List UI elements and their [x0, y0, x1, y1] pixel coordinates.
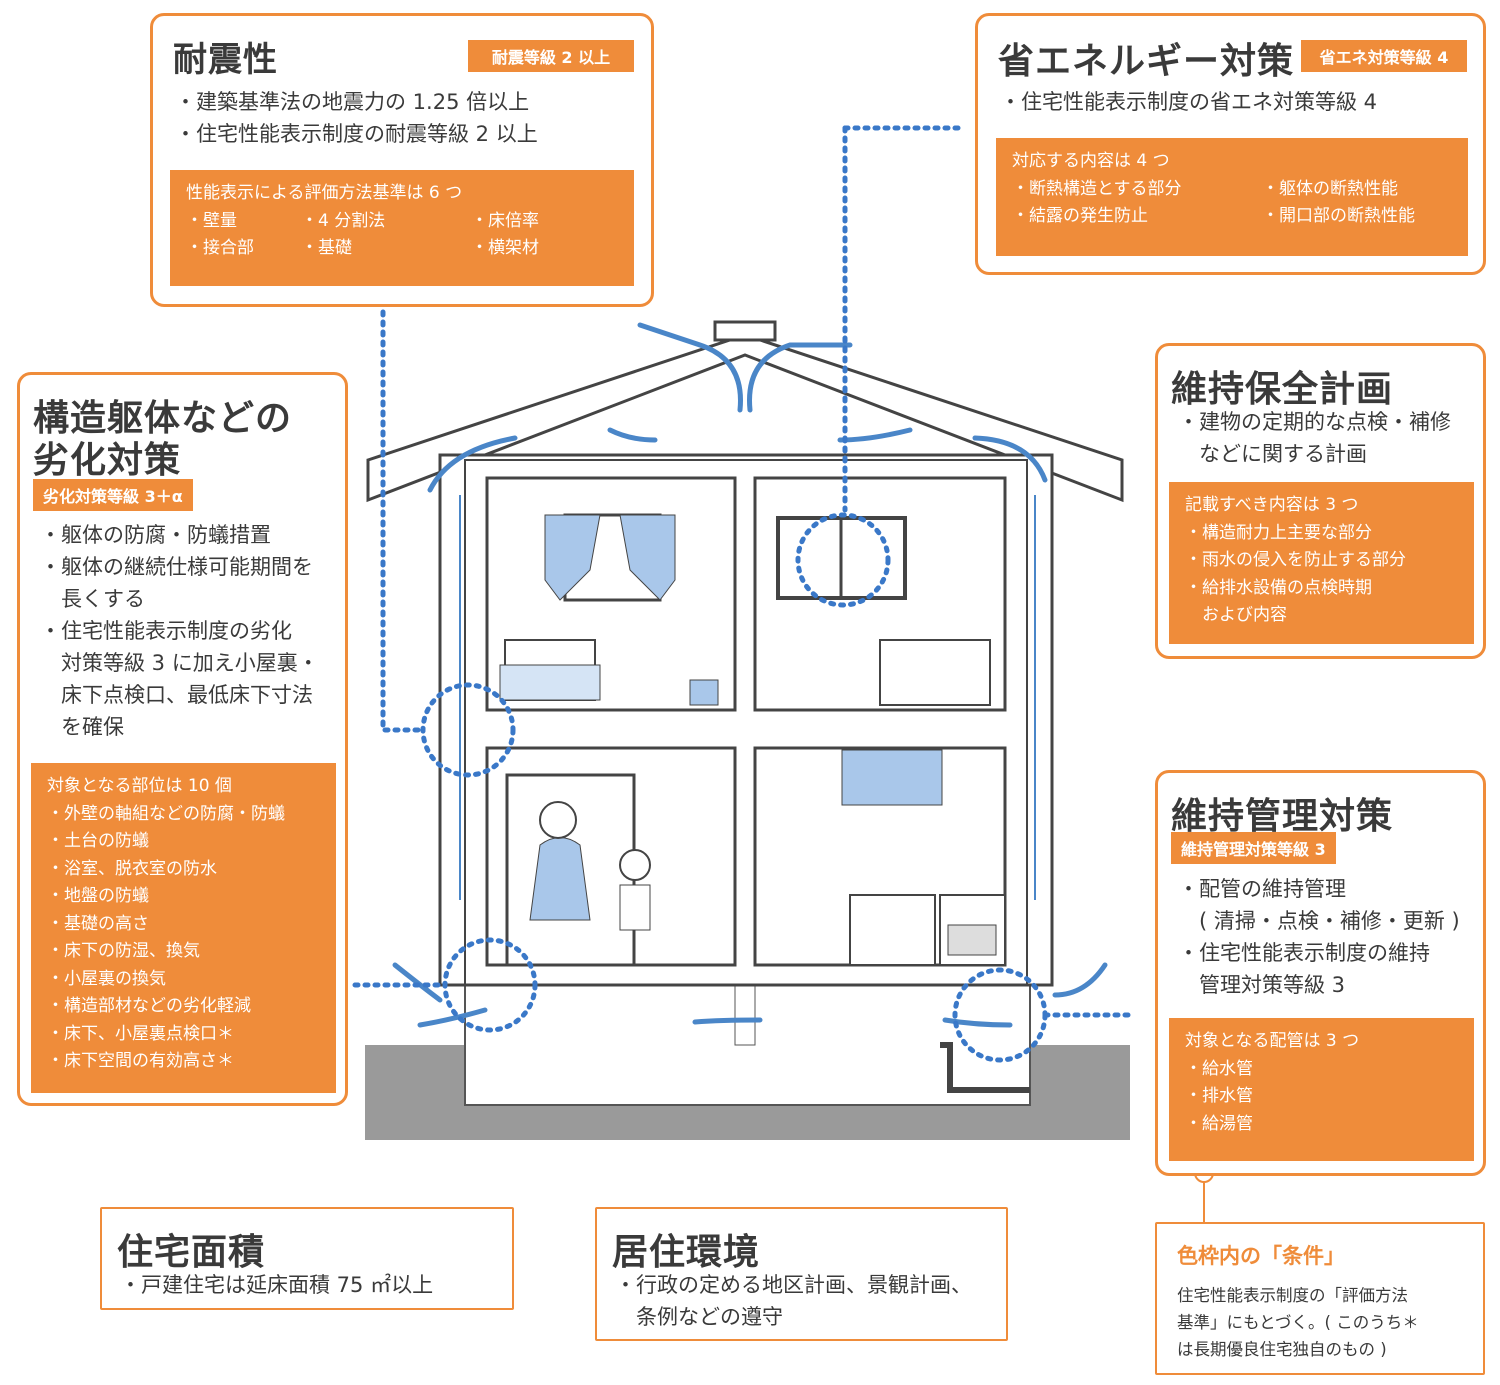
grade-badge: 耐震等級 2 以上: [468, 40, 634, 72]
criteria-item: ・壁量: [186, 210, 237, 231]
criteria-item: ・雨水の侵入を防止する部分: [1185, 550, 1406, 570]
criteria-item: ・床下、小屋裏点検口＊: [47, 1023, 234, 1044]
criteria-item: ・基礎: [301, 238, 352, 258]
bullet: 条例などの遵守: [615, 1305, 783, 1329]
airflow-arrows: [392, 322, 1108, 1028]
deterioration-panel: 構造躯体などの 劣化対策 劣化対策等級 3＋α ・躯体の防腐・防蟻措置 ・躯体の…: [17, 372, 348, 1106]
criteria-item: ・排水管: [1185, 1086, 1253, 1106]
criteria-heading: 記載すべき内容は 3 つ: [1185, 495, 1359, 515]
criteria-heading: 対象となる部位は 10 個: [47, 776, 232, 796]
criteria-item: ・小屋裏の換気: [47, 968, 166, 989]
bullet: を確保: [40, 715, 124, 739]
criteria-heading: 性能表示による評価方法基準は 6 つ: [186, 183, 463, 203]
criteria-item: ・床下の防湿、換気: [47, 941, 200, 961]
criteria-item: ・給水管: [1185, 1058, 1253, 1079]
floor-area-panel: 住宅面積 ・戸建住宅は延床面積 75 ㎡以上: [100, 1207, 514, 1310]
criteria-box: 記載すべき内容は 3 つ ・構造耐力上主要な部分 ・雨水の侵入を防止する部分 ・…: [1169, 482, 1474, 644]
energy-saving-panel: 省エネルギー対策 省エネ対策等級 4 ・住宅性能表示制度の省エネ対策等級 4 対…: [975, 13, 1486, 275]
criteria-heading: 対象となる配管は 3 つ: [1185, 1031, 1360, 1051]
inspection-dotted-lines: [352, 125, 1133, 1063]
note-line: 基準」にもとづく。( このうち＊: [1177, 1313, 1419, 1332]
bullet: 管理対策等級 3: [1178, 973, 1346, 997]
criteria-item: ・構造耐力上主要な部分: [1185, 522, 1372, 543]
criteria-item: ・4 分割法: [301, 210, 386, 231]
panel-title: 住宅面積: [117, 1232, 266, 1273]
criteria-item: ・基礎の高さ: [47, 913, 149, 934]
panel-title: 維持保全計画: [1171, 369, 1394, 410]
criteria-item: ・断熱構造とする部分: [1012, 178, 1182, 199]
criteria-item: および内容: [1185, 605, 1287, 625]
criteria-item: ・開口部の断熱性能: [1262, 206, 1415, 226]
seismic-resistance-panel: 耐震性 耐震等級 2 以上 ・建築基準法の地震力の 1.25 倍以上 ・住宅性能…: [150, 13, 654, 307]
note-line: は長期優良住宅独自のもの ): [1177, 1340, 1387, 1359]
criteria-box: 性能表示による評価方法基準は 6 つ ・壁量 ・4 分割法 ・床倍率 ・接合部 ・基礎…: [170, 170, 634, 286]
conditions-note: 色枠内の「条件」 住宅性能表示制度の「評価方法 基準」にもとづく。( このうち＊…: [1155, 1222, 1485, 1375]
bullet: 対策等級 3 に加え小屋裏・: [40, 651, 319, 675]
panel-title: 耐震性: [173, 40, 278, 80]
criteria-item: ・給排水設備の点検時期: [1185, 577, 1372, 598]
criteria-box: 対応する内容は 4 つ ・断熱構造とする部分 ・躯体の断熱性能 ・結露の発生防止 ・…: [996, 138, 1468, 256]
criteria-box: 対象となる部位は 10 個 ・外壁の軸組などの防腐・防蟻 ・土台の防蟻 ・浴室、…: [31, 763, 336, 1093]
grade-badge: 維持管理対策等級 3: [1171, 832, 1336, 864]
panel-title: 構造躯体などの: [33, 398, 293, 439]
bullet: ・建物の定期的な点検・補修: [1178, 410, 1451, 434]
criteria-item: ・躯体の断熱性能: [1262, 178, 1398, 199]
note-line: 住宅性能表示制度の「評価方法: [1177, 1286, 1408, 1305]
bullet: 床下点検口、最低床下寸法: [40, 683, 313, 707]
bullet: ・住宅性能表示制度の維持: [1178, 941, 1430, 965]
panel-title: 劣化対策: [33, 440, 182, 481]
living-environment-panel: 居住環境 ・行政の定める地区計画、景観計画、 条例などの遵守: [595, 1207, 1008, 1341]
panel-title: 維持管理対策: [1171, 796, 1394, 837]
criteria-item: ・結露の発生防止: [1012, 206, 1148, 226]
maintenance-plan-panel: 維持保全計画 ・建物の定期的な点検・補修 などに関する計画 記載すべき内容は 3…: [1155, 343, 1486, 659]
panel-title: 省エネルギー対策: [998, 41, 1295, 82]
bullet: などに関する計画: [1178, 442, 1367, 466]
criteria-item: ・土台の防蟻: [47, 831, 149, 851]
criteria-item: ・構造部材などの劣化軽減: [47, 996, 251, 1016]
bullet: ・行政の定める地区計画、景観計画、: [615, 1273, 972, 1297]
bullet: ・建築基準法の地震力の 1.25 倍以上: [175, 90, 530, 114]
criteria-item: ・地盤の防蟻: [47, 886, 149, 906]
bullet: ( 清掃・点検・補修・更新 ): [1178, 909, 1460, 933]
bullet: ・住宅性能表示制度の耐震等級 2 以上: [175, 122, 538, 146]
bullet: ・躯体の防腐・防蟻措置: [40, 523, 271, 547]
panel-title: 居住環境: [612, 1232, 761, 1273]
criteria-item: ・給湯管: [1185, 1113, 1253, 1134]
bullet: 長くする: [40, 587, 145, 611]
criteria-heading: 対応する内容は 4 つ: [1012, 151, 1170, 171]
criteria-item: ・外壁の軸組などの防腐・防蟻: [47, 803, 285, 824]
grade-badge: 劣化対策等級 3＋α: [33, 479, 193, 511]
criteria-item: ・浴室、脱衣室の防水: [47, 858, 217, 879]
criteria-item: ・床倍率: [471, 210, 539, 231]
bullet: ・戸建住宅は延床面積 75 ㎡以上: [120, 1273, 434, 1297]
bullet: ・配管の維持管理: [1178, 877, 1346, 901]
criteria-item: ・接合部: [186, 238, 254, 258]
grade-badge: 省エネ対策等級 4: [1301, 40, 1467, 72]
criteria-box: 対象となる配管は 3 つ ・給水管 ・排水管 ・給湯管: [1169, 1018, 1474, 1161]
bullet: ・住宅性能表示制度の劣化: [40, 619, 292, 643]
note-title: 色枠内の「条件」: [1177, 1244, 1345, 1268]
criteria-item: ・横架材: [471, 238, 539, 258]
maintenance-management-panel: 維持管理対策 維持管理対策等級 3 ・配管の維持管理 ( 清掃・点検・補修・更新…: [1155, 770, 1486, 1176]
criteria-item: ・床下空間の有効高さ＊: [47, 1051, 234, 1071]
bullet: ・住宅性能表示制度の省エネ対策等級 4: [1000, 90, 1378, 114]
bullet: ・躯体の継続仕様可能期間を: [40, 555, 313, 579]
